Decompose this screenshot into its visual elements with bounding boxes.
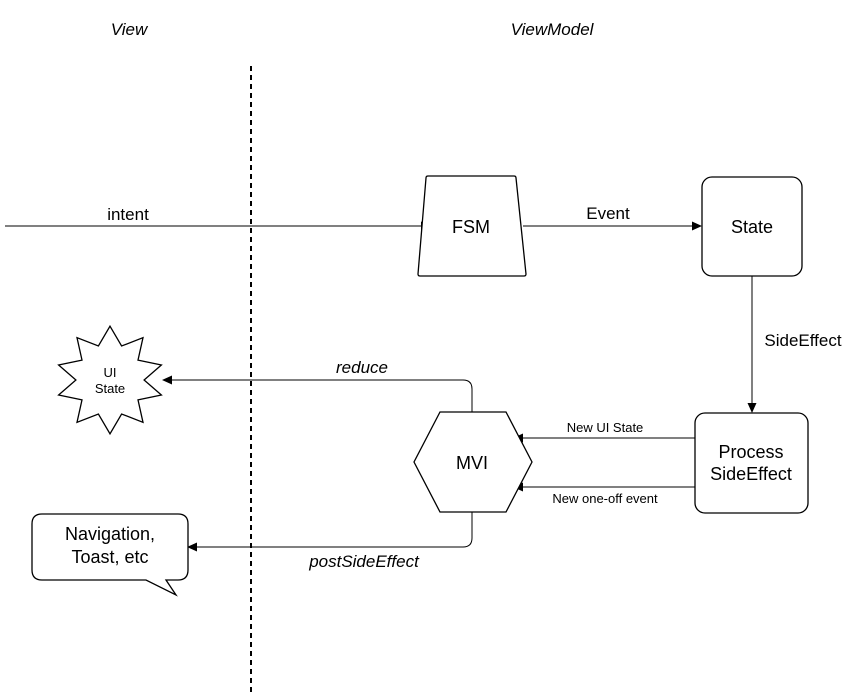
fsm-label: FSM (452, 217, 490, 237)
post-side-effect-label: postSideEffect (308, 552, 420, 571)
intent-edge (5, 221, 431, 231)
event-edge (523, 221, 702, 231)
event-label: Event (586, 204, 630, 223)
ui-state-label-line1: UI (104, 365, 117, 380)
post-side-effect-edge (187, 512, 473, 552)
side-effect-edge (747, 276, 757, 413)
navigation-toast-node: Navigation, Toast, etc (31, 513, 189, 597)
mvi-node: MVI (413, 411, 533, 513)
reduce-edge (162, 375, 473, 412)
viewmodel-column-title: ViewModel (511, 20, 595, 39)
navigation-label-line2: Toast, etc (71, 547, 148, 567)
view-column-title: View (111, 20, 149, 39)
process-label-line2: SideEffect (710, 464, 792, 484)
fsm-node: FSM (417, 175, 527, 277)
process-label-line1: Process (718, 442, 783, 462)
new-one-off-event-label: New one-off event (552, 491, 658, 506)
process-side-effect-node: Process SideEffect (694, 412, 809, 514)
state-node: State (701, 176, 803, 277)
navigation-label-line1: Navigation, (65, 524, 155, 544)
intent-label: intent (107, 205, 149, 224)
new-ui-state-label: New UI State (567, 420, 644, 435)
mvi-label: MVI (456, 453, 488, 473)
reduce-label: reduce (336, 358, 388, 377)
side-effect-label: SideEffect (764, 331, 841, 350)
state-label: State (731, 217, 773, 237)
ui-state-label-line2: State (95, 381, 125, 396)
ui-state-node: UI State (57, 324, 163, 436)
